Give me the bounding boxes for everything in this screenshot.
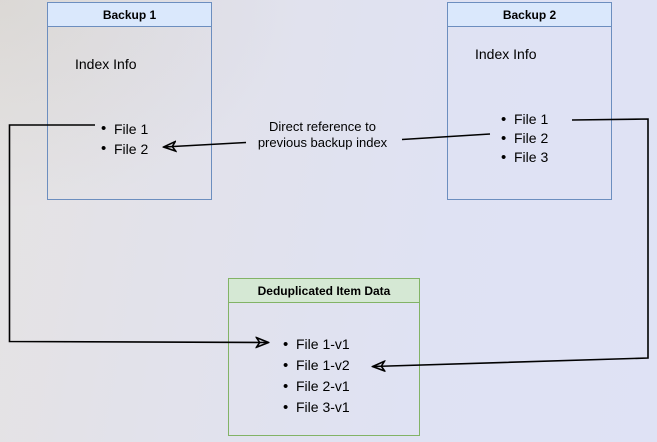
backup2-header: Backup 2: [448, 3, 611, 27]
dedup-title: Deduplicated Item Data: [257, 283, 391, 298]
dedup-file-list: File 1-v1 File 1-v2 File 2-v1 File 3-v1: [283, 334, 350, 418]
list-item: File 3-v1: [283, 397, 350, 418]
dedup-node: Deduplicated Item Data File 1-v1 File 1-…: [228, 278, 420, 436]
dedup-header: Deduplicated Item Data: [229, 279, 419, 303]
edge-label-direct-reference: Direct reference to previous backup inde…: [240, 119, 405, 151]
backup1-index-info-label: Index Info: [75, 56, 137, 72]
backup2-file-list: File 1 File 2 File 3: [501, 110, 548, 167]
list-item: File 3: [501, 148, 548, 167]
list-item: File 1: [101, 119, 148, 139]
list-item: File 2: [501, 129, 548, 148]
list-item: File 2-v1: [283, 376, 350, 397]
edge-label-line1: Direct reference to: [269, 119, 376, 134]
backup2-title: Backup 2: [502, 7, 557, 22]
edge-label-line2: previous backup index: [257, 135, 388, 150]
backup1-file-list: File 1 File 2: [101, 119, 148, 159]
list-item: File 1: [501, 110, 548, 129]
backup2-index-info-label: Index Info: [475, 46, 537, 62]
list-item: File 2: [101, 139, 148, 159]
list-item: File 1-v2: [283, 355, 350, 376]
backup1-node: Backup 1 Index Info File 1 File 2: [47, 2, 212, 200]
list-item: File 1-v1: [283, 334, 350, 355]
backup2-node: Backup 2 Index Info File 1 File 2 File 3: [447, 2, 612, 200]
backup1-title: Backup 1: [102, 7, 157, 22]
backup1-header: Backup 1: [48, 3, 211, 27]
